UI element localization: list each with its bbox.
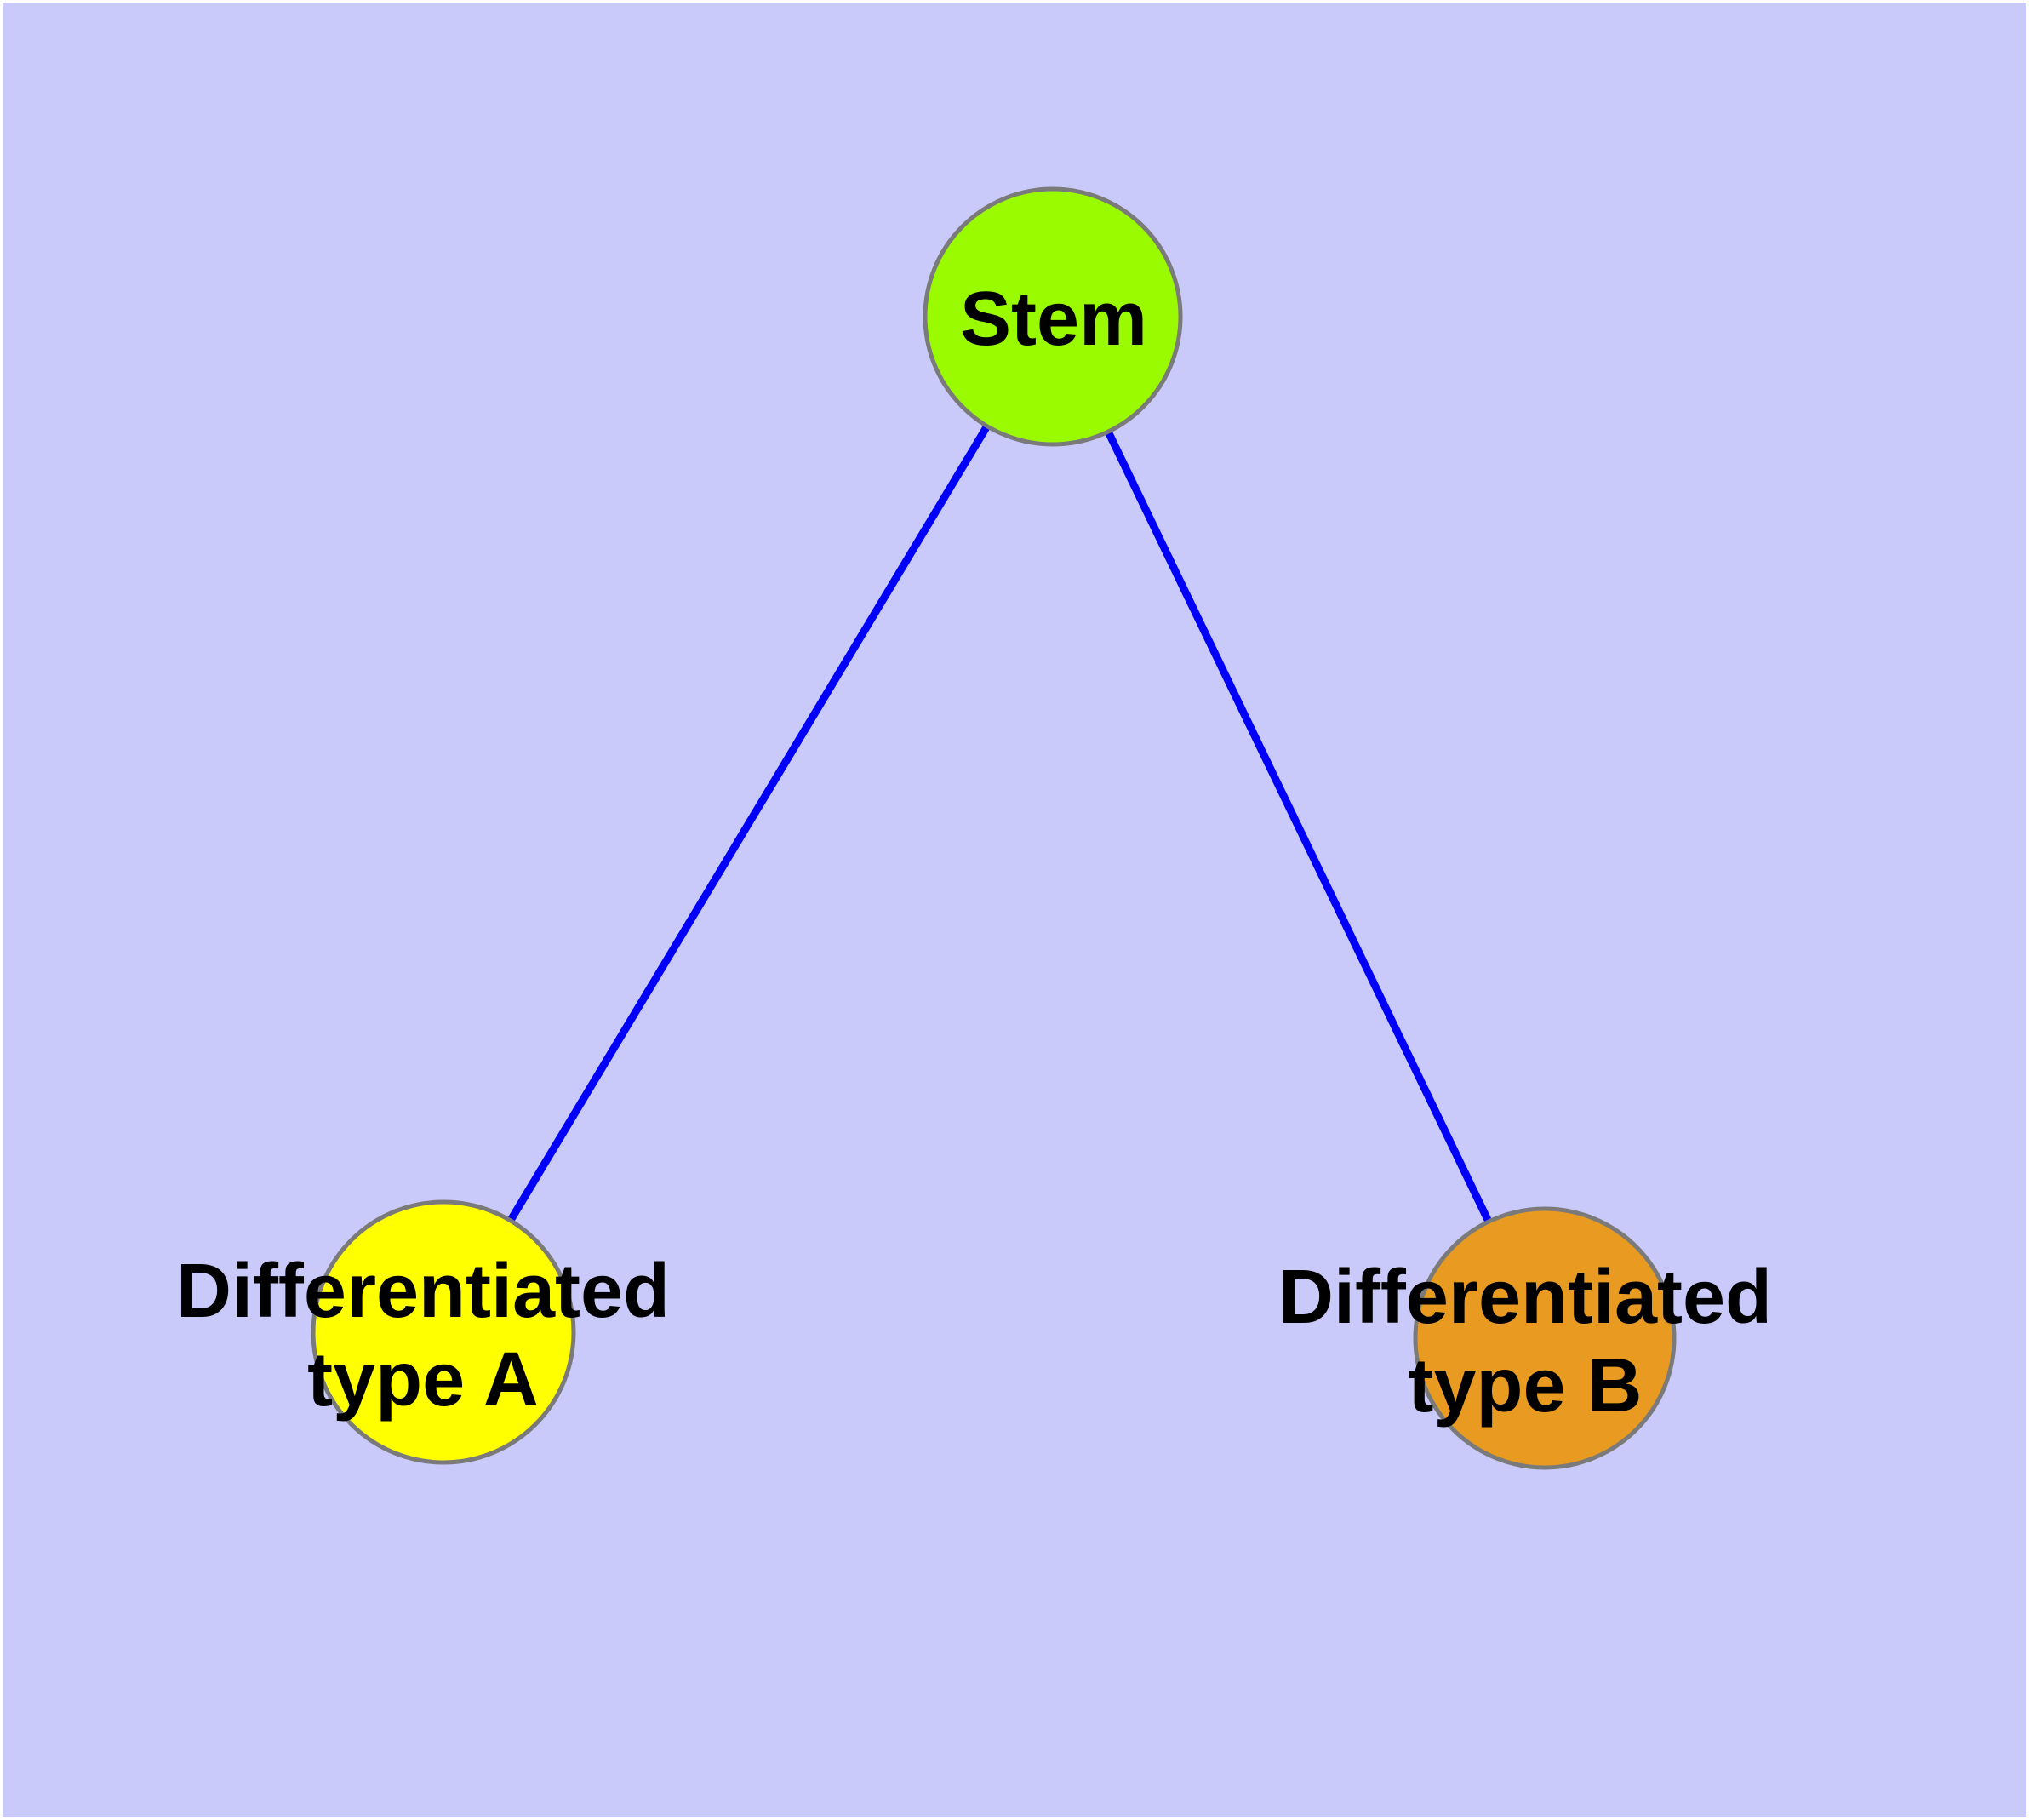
edge-stem-to-type-b xyxy=(1049,315,1549,1340)
edge-stem-to-type-a xyxy=(440,314,1056,1335)
differentiated-type-b-label-line1: Differentiated xyxy=(1278,1255,1772,1340)
differentiated-type-b-node xyxy=(1413,1206,1677,1470)
stem-node-label: Stem xyxy=(960,277,1147,362)
differentiated-type-a-node xyxy=(311,1199,576,1465)
differentiated-type-a-label-line2: type A xyxy=(307,1337,539,1422)
stem-node xyxy=(923,186,1183,447)
differentiated-type-a-label-line1: Differentiated xyxy=(176,1249,670,1334)
differentiated-type-b-label-line2: type B xyxy=(1408,1343,1642,1428)
